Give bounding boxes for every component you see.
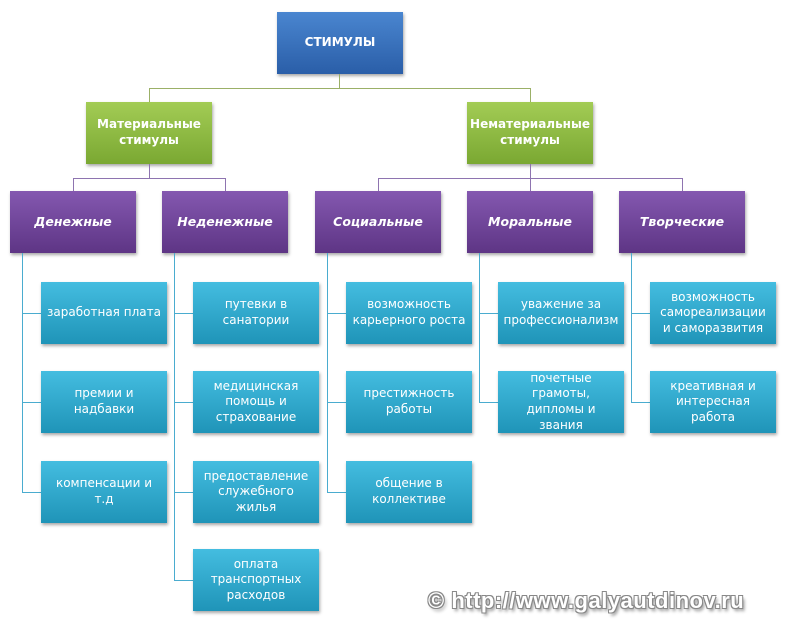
root-node: СТИМУЛЫ <box>277 12 403 74</box>
leaf-node: уважение за профессионализм <box>498 282 624 344</box>
connector <box>149 88 531 89</box>
connector <box>327 253 328 492</box>
connector <box>149 88 150 102</box>
watermark: © http://www.galyautdinov.ru <box>428 588 745 613</box>
connector <box>530 88 531 102</box>
category-node: Моральные <box>467 191 593 253</box>
connector <box>327 402 346 403</box>
connector <box>378 178 379 191</box>
connector <box>479 402 498 403</box>
connector <box>73 178 226 179</box>
category-node: Социальные <box>315 191 441 253</box>
connector <box>22 402 41 403</box>
leaf-node: креативная и интересная работа <box>650 371 776 433</box>
connector <box>530 164 531 178</box>
connector <box>174 492 193 493</box>
category-node: Денежные <box>10 191 136 253</box>
connector <box>631 253 632 402</box>
connector <box>149 164 150 178</box>
leaf-node: медицинская помощь и страхование <box>193 371 319 433</box>
leaf-node: путевки в санатории <box>193 282 319 344</box>
category-node: Творческие <box>619 191 745 253</box>
leaf-node: заработная плата <box>41 282 167 344</box>
connector <box>22 253 23 492</box>
leaf-node: компенсации и т.д <box>41 461 167 523</box>
connector <box>327 492 346 493</box>
connector <box>631 402 650 403</box>
connector <box>631 313 650 314</box>
connector <box>479 253 480 402</box>
leaf-node: возможность самореализации и саморазвити… <box>650 282 776 344</box>
leaf-node: почетные грамоты, дипломы и звания <box>498 371 624 433</box>
connector <box>327 313 346 314</box>
category-node: Неденежные <box>162 191 288 253</box>
connector <box>174 580 193 581</box>
leaf-node: возможность карьерного роста <box>346 282 472 344</box>
group-node: Материальные стимулы <box>86 102 212 164</box>
connector <box>174 313 193 314</box>
connector <box>22 492 41 493</box>
connector <box>225 178 226 191</box>
leaf-node: оплата транспортных расходов <box>193 549 319 611</box>
leaf-node: предоставление служебного жилья <box>193 461 319 523</box>
connector <box>22 313 41 314</box>
group-node: Нематериальные стимулы <box>467 102 593 164</box>
leaf-node: престижность работы <box>346 371 472 433</box>
connector <box>530 178 531 191</box>
connector <box>174 402 193 403</box>
connector <box>682 178 683 191</box>
leaf-node: премии и надбавки <box>41 371 167 433</box>
connector <box>73 178 74 191</box>
connector <box>339 74 340 88</box>
connector <box>479 313 498 314</box>
leaf-node: общение в коллективе <box>346 461 472 523</box>
connector <box>174 253 175 580</box>
